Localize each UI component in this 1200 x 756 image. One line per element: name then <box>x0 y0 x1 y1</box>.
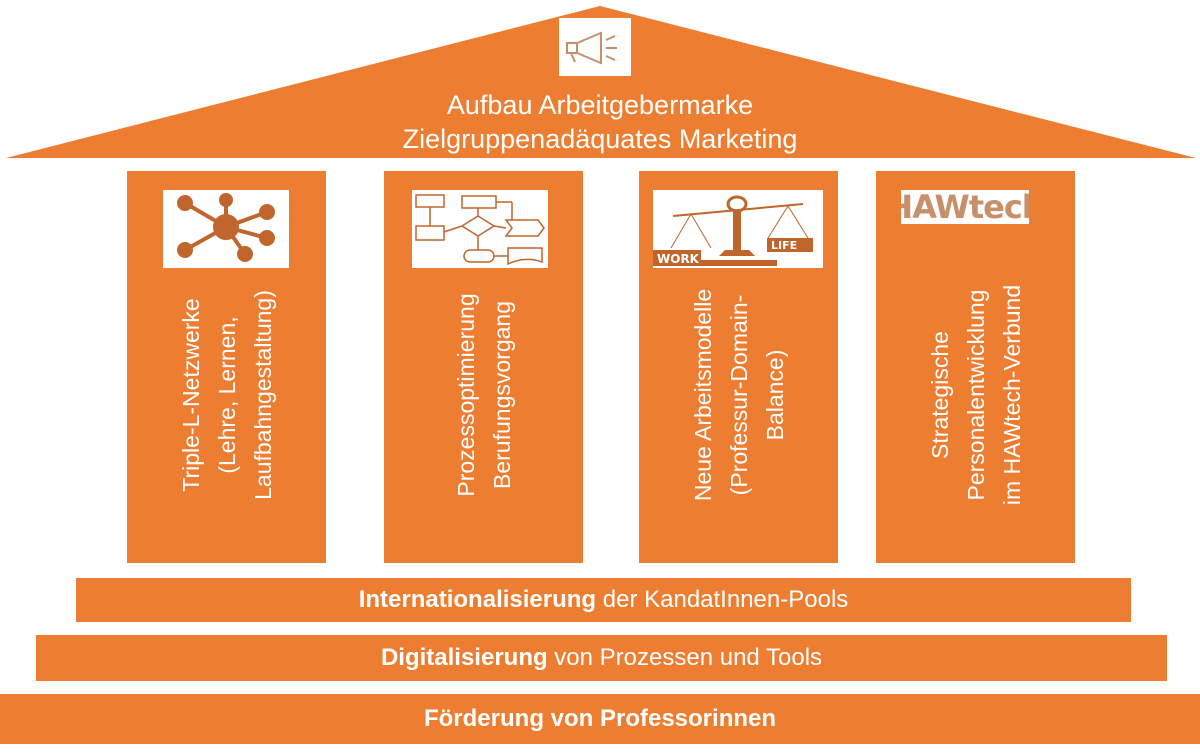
step-internationalisierung: Internationalisierung der KandatInnen-Po… <box>76 578 1131 622</box>
pillar-label-line: im HAWtech-Verbund <box>998 284 1025 506</box>
work-life-balance-icon: WORK LIFE <box>653 190 823 268</box>
hawtech-logo: HAWtech <box>901 190 1029 224</box>
pillar-label-line: Berufungsvorgang <box>488 301 515 489</box>
pillar-prozessoptimierung: Prozessoptimierung Berufungsvorgang <box>384 171 583 563</box>
pillar-label-line: Laufbahngestaltung) <box>249 290 276 500</box>
step-bold-text: Internationalisierung <box>358 586 597 613</box>
step-bold-text: Digitalisierung <box>380 644 548 671</box>
step-text: von Prozessen und Tools <box>547 644 823 671</box>
pillar-label: Prozessoptimierung Berufungsvorgang <box>448 260 520 530</box>
pillar-label-line: Triple-L-Netzwerke <box>177 298 204 492</box>
roof-title-line1: Aufbau Arbeitgebermarke <box>446 90 754 120</box>
step-text: der KandatInnen-Pools <box>596 586 849 613</box>
pillar-label-line: Prozessoptimierung <box>452 293 479 497</box>
pillar-label-line: (Professur-Domain- <box>725 294 752 496</box>
pillar-label-line: (Lehre, Lernen, <box>213 316 240 474</box>
step-digitalisierung: Digitalisierung von Prozessen und Tools <box>36 635 1167 681</box>
pillar-label-line: Strategische <box>926 331 953 459</box>
pillar-label: Neue Arbeitsmodelle (Professur-Domain- B… <box>685 260 793 530</box>
work-label: WORK <box>657 252 700 266</box>
hawtech-logo-text: HAWtech <box>901 190 1029 224</box>
step-bold-text: Förderung von Professorinnen <box>423 705 777 732</box>
flowchart-icon <box>412 190 548 268</box>
network-icon <box>163 190 289 268</box>
life-label: LIFE <box>771 239 797 252</box>
megaphone-icon <box>559 18 631 76</box>
pillar-label: Strategische Personalentwicklung im HAWt… <box>922 260 1030 530</box>
pillar-label-line: Personalentwicklung <box>962 289 989 501</box>
pillar-label: Triple-L-Netzwerke (Lehre, Lernen, Laufb… <box>173 260 281 530</box>
roof-title-line2: Zielgruppenadäquates Marketing <box>402 124 798 154</box>
pillar-neue-arbeitsmodelle: WORK LIFE Neue Arbeitsmodelle (Professur… <box>639 171 838 563</box>
pillar-label-line: Balance) <box>761 349 788 441</box>
pillar-triple-l-netzwerke: Triple-L-Netzwerke (Lehre, Lernen, Laufb… <box>127 171 326 563</box>
roof <box>6 6 1196 158</box>
step-foerderung-professorinnen: Förderung von Professorinnen <box>0 694 1200 744</box>
pillar-label-line: Neue Arbeitsmodelle <box>689 288 716 502</box>
pillar-strategische-personalentwicklung: HAWtech Strategische Personalentwicklung… <box>876 171 1075 563</box>
